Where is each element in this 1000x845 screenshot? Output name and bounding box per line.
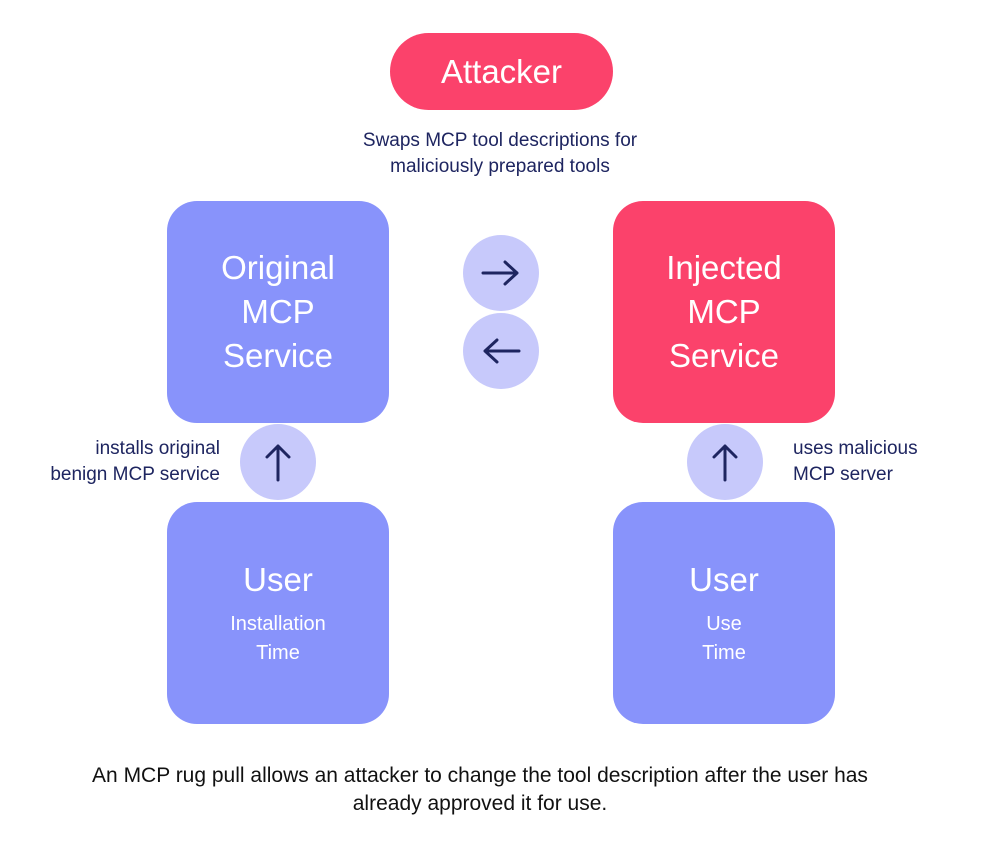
injected-mcp-service-node: Injected MCP Service xyxy=(613,201,835,423)
arrow-up-icon xyxy=(712,444,738,482)
user-subtitle: Installation Time xyxy=(230,610,326,668)
swap-note: Swaps MCP tool descriptions for maliciou… xyxy=(330,128,670,180)
install-note-line-2: benign MCP service xyxy=(50,464,220,485)
install-note-line-1: installs original xyxy=(95,438,220,459)
swap-right-arrow-circle xyxy=(463,235,539,311)
install-up-arrow-circle xyxy=(240,424,316,500)
use-note-line-2: MCP server xyxy=(793,464,893,485)
original-mcp-service-node: Original MCP Service xyxy=(167,201,389,423)
user-installation-node: User Installation Time xyxy=(167,502,389,724)
install-note: installs original benign MCP service xyxy=(0,436,220,488)
diagram-caption: An MCP rug pull allows an attacker to ch… xyxy=(40,762,920,818)
original-service-line-1: Original xyxy=(221,249,335,286)
injected-service-line-3: Service xyxy=(668,337,780,374)
user-subtitle-line-2: Time xyxy=(256,642,300,664)
original-service-line-3: Service xyxy=(222,337,334,374)
caption-line-1: An MCP rug pull allows an attacker to ch… xyxy=(92,764,868,787)
user-title: User xyxy=(243,561,313,598)
user-subtitle: Use Time xyxy=(702,610,746,668)
arrow-left-icon xyxy=(483,338,521,364)
user-subtitle-line-1: Installation xyxy=(230,613,326,635)
injected-service-line-1: Injected xyxy=(666,249,782,286)
swap-note-line-1: Swaps MCP tool descriptions for xyxy=(362,130,638,151)
attacker-node: Attacker xyxy=(390,33,613,110)
attacker-label: Attacker xyxy=(440,52,563,90)
original-service-line-2: MCP xyxy=(241,293,315,330)
user-use-node: User Use Time xyxy=(613,502,835,724)
user-title: User xyxy=(689,561,759,598)
caption-line-2: already approved it for use. xyxy=(352,792,608,815)
injected-service-line-2: MCP xyxy=(687,293,761,330)
user-subtitle-line-2: Time xyxy=(702,642,746,664)
use-note: uses malicious MCP server xyxy=(793,436,993,488)
arrow-right-icon xyxy=(481,260,519,286)
arrow-up-icon xyxy=(265,444,291,482)
use-note-line-1: uses malicious xyxy=(793,438,918,459)
use-up-arrow-circle xyxy=(687,424,763,500)
user-subtitle-line-1: Use xyxy=(706,613,742,635)
swap-left-arrow-circle xyxy=(463,313,539,389)
swap-note-line-2: maliciously prepared tools xyxy=(390,156,610,177)
